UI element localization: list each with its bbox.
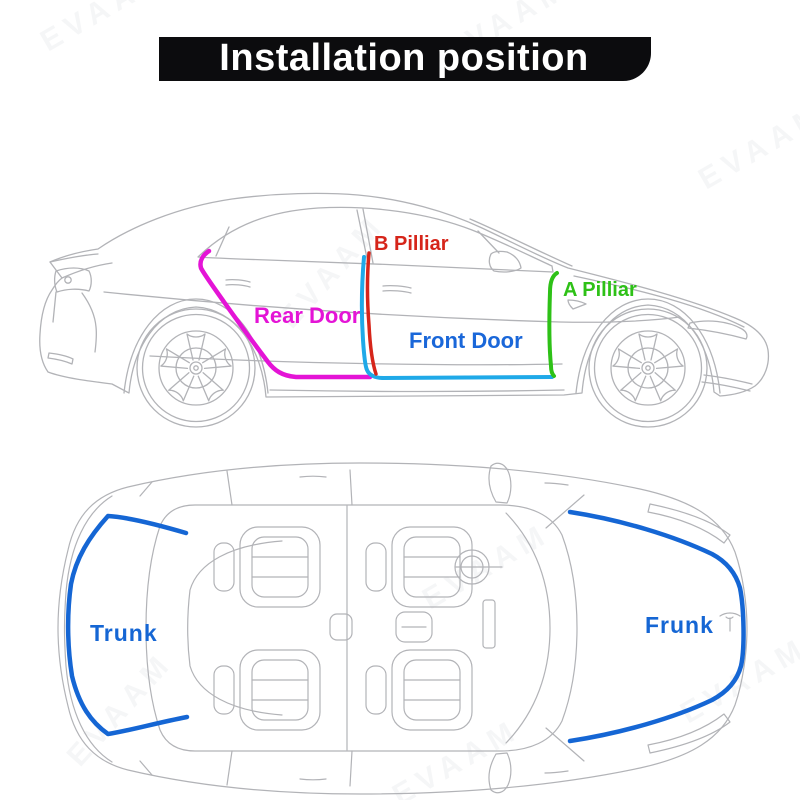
center-console [395, 611, 433, 643]
rear-wheel-arch [123, 298, 269, 394]
windshield-line [505, 512, 551, 744]
front-door-handle [382, 284, 412, 294]
door-seam-lines [226, 469, 353, 787]
b-pillar-divider [356, 208, 374, 264]
a-pillar-seam-lower [545, 727, 585, 762]
watermark-text: EVAAM [675, 631, 800, 730]
tesla-logo [719, 612, 741, 632]
side-view-illustration [39, 192, 770, 428]
rear-door-label: Rear Door [254, 303, 361, 328]
taillight-detail [64, 276, 72, 284]
front-wheel-arch [575, 298, 721, 394]
car-body-outline [39, 192, 770, 398]
watermark-text: EVAAM [387, 713, 526, 800]
taillight [53, 267, 92, 293]
b-pillar-seal-line [365, 251, 378, 376]
rear-quarter-seam [52, 291, 98, 353]
rear-cupholder [329, 613, 353, 641]
headlight-top-view-upper [647, 503, 731, 544]
trunk-label: Trunk [90, 620, 158, 646]
wheel-spoke [638, 333, 658, 361]
side-mirror [488, 250, 522, 273]
front-door-label: Front Door [409, 328, 523, 353]
top-view-illustration [57, 462, 748, 795]
fender-camera [567, 299, 587, 310]
front-wheel [588, 308, 708, 428]
front-door-seal-line [359, 255, 554, 380]
title-banner: Installation position [159, 37, 651, 81]
side-mirror-bottom [488, 752, 512, 794]
a-pillar-seam-upper [545, 494, 585, 529]
b-pillar-label: B Pilliar [374, 233, 449, 255]
a-pillar-seal-line [547, 271, 559, 378]
seat-rear-right [213, 649, 321, 731]
cabin-outline [145, 504, 578, 752]
watermark-text: EVAAM [61, 646, 180, 773]
headlight-top-view-lower [647, 713, 731, 754]
rocker-line [269, 389, 565, 393]
hood-seam-line [573, 275, 745, 328]
side-mirror-top [488, 462, 512, 504]
rear-reflector [47, 352, 74, 365]
title-banner-background [159, 37, 651, 81]
trunk-seal-line [65, 513, 190, 737]
door-handle-ticks [299, 475, 569, 781]
frunk-label: Frunk [645, 612, 714, 638]
watermark-text: EVAAM [35, 0, 174, 58]
rear-corner-seams [139, 481, 153, 776]
rear-door-seal-line [198, 248, 373, 380]
headlight [687, 320, 748, 340]
page-title: Installation position [219, 37, 588, 79]
top-body-outline [57, 462, 748, 795]
rear-bumper-line [63, 495, 113, 763]
wheel-spoke [186, 333, 206, 361]
touchscreen [482, 599, 496, 649]
seat-front-passenger [365, 649, 473, 731]
spoiler-line [49, 253, 99, 263]
a-pillar-line [469, 218, 573, 267]
rear-wheel [136, 308, 256, 428]
a-pillar-label: A Pilliar [563, 279, 637, 301]
quarter-window-divider [215, 226, 230, 257]
steering-wheel [454, 549, 503, 585]
trunk-crease [61, 262, 113, 279]
seat-rear-left [213, 526, 321, 608]
watermark-text: EVAAM [693, 97, 800, 196]
front-bumper-slots [701, 374, 753, 392]
side-windows-outline [197, 206, 554, 273]
rear-door-handle [225, 278, 251, 288]
frunk-seal-line [567, 509, 746, 744]
front-window-divider [477, 230, 500, 254]
rear-glass-line [187, 540, 283, 716]
